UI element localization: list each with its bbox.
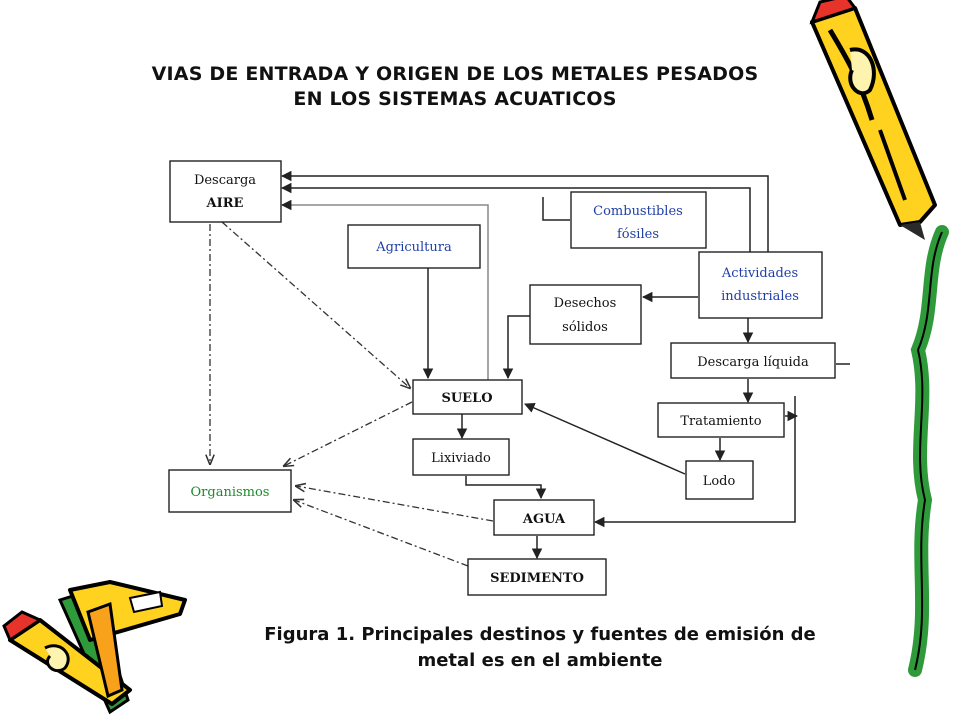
node-actividades-line-2: industriales xyxy=(721,289,799,304)
pencil-clipart-bottom-left xyxy=(2,580,187,715)
node-combustibles-line-1: Combustibles xyxy=(593,204,683,219)
node-tratamiento-label: Tratamiento xyxy=(680,414,761,429)
edge-sedimento-to-organismos xyxy=(294,500,469,567)
edges-dashed xyxy=(210,221,494,567)
node-agua: AGUA xyxy=(493,499,595,536)
edge-bypass-to-agua xyxy=(593,396,796,528)
node-combustibles-line-2: fósiles xyxy=(617,227,659,242)
title-line-2: EN LOS SISTEMAS ACUATICOS xyxy=(293,88,617,110)
node-agricultura-label: Agricultura xyxy=(375,240,452,255)
edge-industrial-to-aire-top xyxy=(280,170,769,252)
node-organismos: Organismos xyxy=(168,469,292,513)
edge-combustibles-to-aire xyxy=(542,197,570,221)
node-agricultura: Agricultura xyxy=(347,224,481,269)
edge-lixiviado-to-agua xyxy=(465,476,547,500)
node-combustibles: Combustibles fósiles xyxy=(570,191,707,249)
edges-solid xyxy=(280,170,850,560)
node-descarga-aire-line-1: Descarga xyxy=(194,173,256,188)
figure-caption: Figura 1. Principales destinos y fuentes… xyxy=(220,622,860,674)
node-suelo: SUELO xyxy=(412,379,523,415)
node-lixiviado: Lixiviado xyxy=(412,438,510,476)
node-actividades: Actividades industriales xyxy=(698,251,823,319)
node-desechos-line-1: Desechos xyxy=(554,296,617,311)
edge-agua-to-organismos xyxy=(296,486,494,522)
node-descarga-liquida: Descarga líquida xyxy=(670,342,836,379)
node-lodo-label: Lodo xyxy=(703,474,736,489)
pencil-clipart-right-green xyxy=(908,225,949,677)
node-descarga-aire: Descarga AIRE xyxy=(169,160,282,223)
pencil-clipart-top-right xyxy=(809,0,937,240)
caption-line-2: metal es en el ambiente xyxy=(417,650,663,671)
node-desechos-line-2: sólidos xyxy=(562,320,608,335)
node-sedimento-label: SEDIMENTO xyxy=(490,571,584,586)
node-actividades-line-1: Actividades xyxy=(721,266,798,281)
edge-suelo-to-aire xyxy=(280,199,489,380)
node-suelo-label: SUELO xyxy=(441,391,492,406)
edge-lodo-to-suelo xyxy=(524,402,686,475)
node-agua-label: AGUA xyxy=(522,512,566,527)
edge-industrial-to-aire-2 xyxy=(280,182,751,252)
node-sedimento: SEDIMENTO xyxy=(467,558,607,596)
edge-suelo-to-organismos xyxy=(284,401,413,466)
node-descarga-aire-line-2: AIRE xyxy=(206,196,244,211)
edge-aire-to-suelo xyxy=(221,221,410,388)
node-desechos: Desechos sólidos xyxy=(529,284,642,345)
title-line-1: VIAS DE ENTRADA Y ORIGEN DE LOS METALES … xyxy=(151,63,759,85)
node-tratamiento: Tratamiento xyxy=(657,402,785,438)
node-lixiviado-label: Lixiviado xyxy=(431,451,491,466)
caption-line-1: Figura 1. Principales destinos y fuentes… xyxy=(264,624,816,645)
edge-desechos-to-suelo xyxy=(502,315,530,380)
node-descarga-liquida-label: Descarga líquida xyxy=(697,355,809,370)
node-organismos-label: Organismos xyxy=(191,485,270,500)
page-title: VIAS DE ENTRADA Y ORIGEN DE LOS METALES … xyxy=(60,62,850,112)
node-lodo: Lodo xyxy=(685,460,754,500)
